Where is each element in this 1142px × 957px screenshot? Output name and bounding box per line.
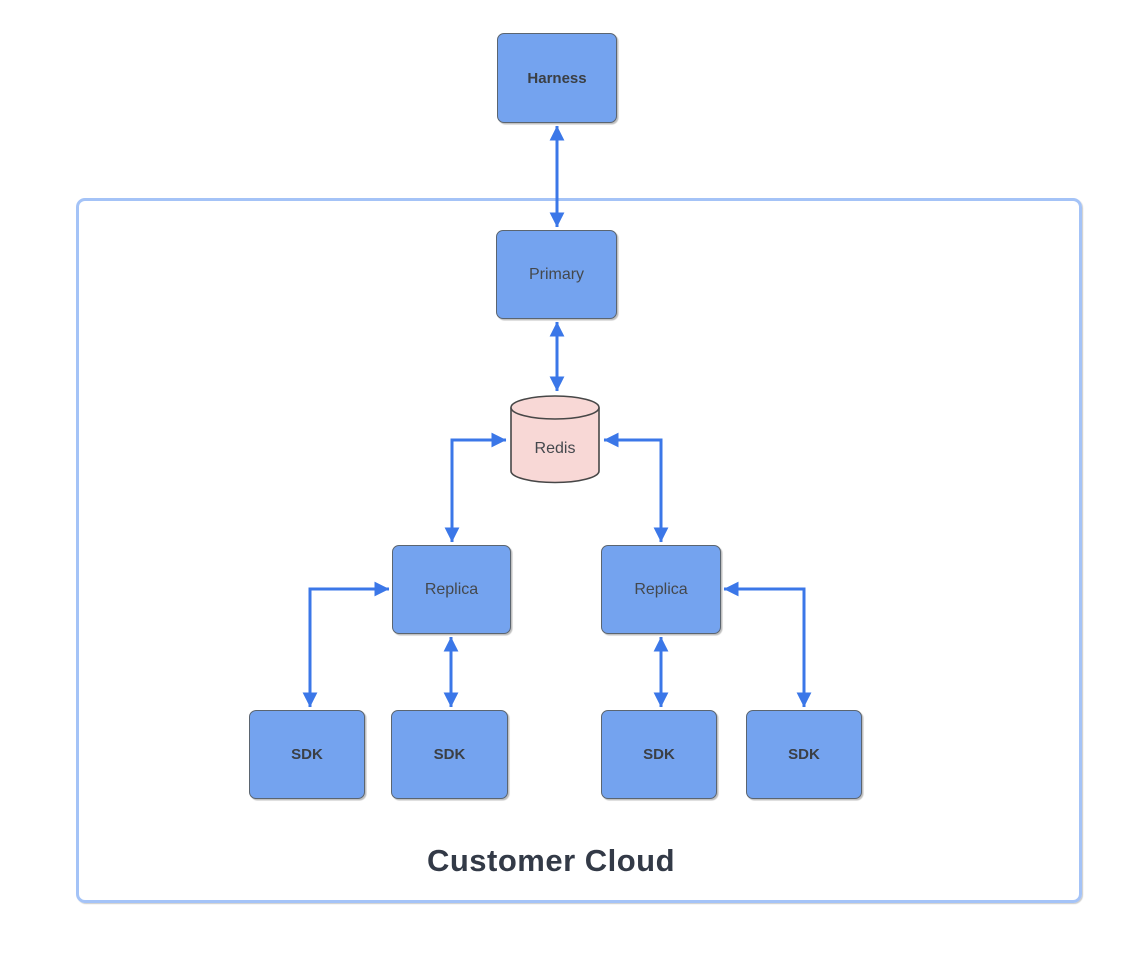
node-sdk-2: SDK (391, 710, 508, 799)
node-replica-left: Replica (392, 545, 511, 634)
node-sdk-2-label: SDK (433, 746, 466, 763)
node-sdk-3: SDK (601, 710, 717, 799)
node-replica-left-label: Replica (424, 580, 479, 598)
node-replica-right-label: Replica (634, 580, 688, 598)
customer-cloud-container (76, 198, 1082, 903)
node-harness: Harness (497, 33, 617, 123)
customer-cloud-title: Customer Cloud (426, 843, 676, 878)
cylinder-shape-icon (510, 395, 600, 484)
node-replica-right: Replica (601, 545, 721, 634)
node-sdk-4-label: SDK (788, 746, 820, 763)
node-primary-label: Primary (528, 265, 585, 283)
node-redis: Redis (509, 394, 601, 485)
node-harness-label: Harness (527, 69, 587, 87)
node-sdk-1: SDK (249, 710, 365, 799)
node-redis-label: Redis (534, 439, 576, 457)
node-sdk-4: SDK (746, 710, 862, 799)
node-primary: Primary (496, 230, 617, 319)
node-sdk-1-label: SDK (291, 746, 323, 763)
node-sdk-3-label: SDK (643, 746, 675, 763)
